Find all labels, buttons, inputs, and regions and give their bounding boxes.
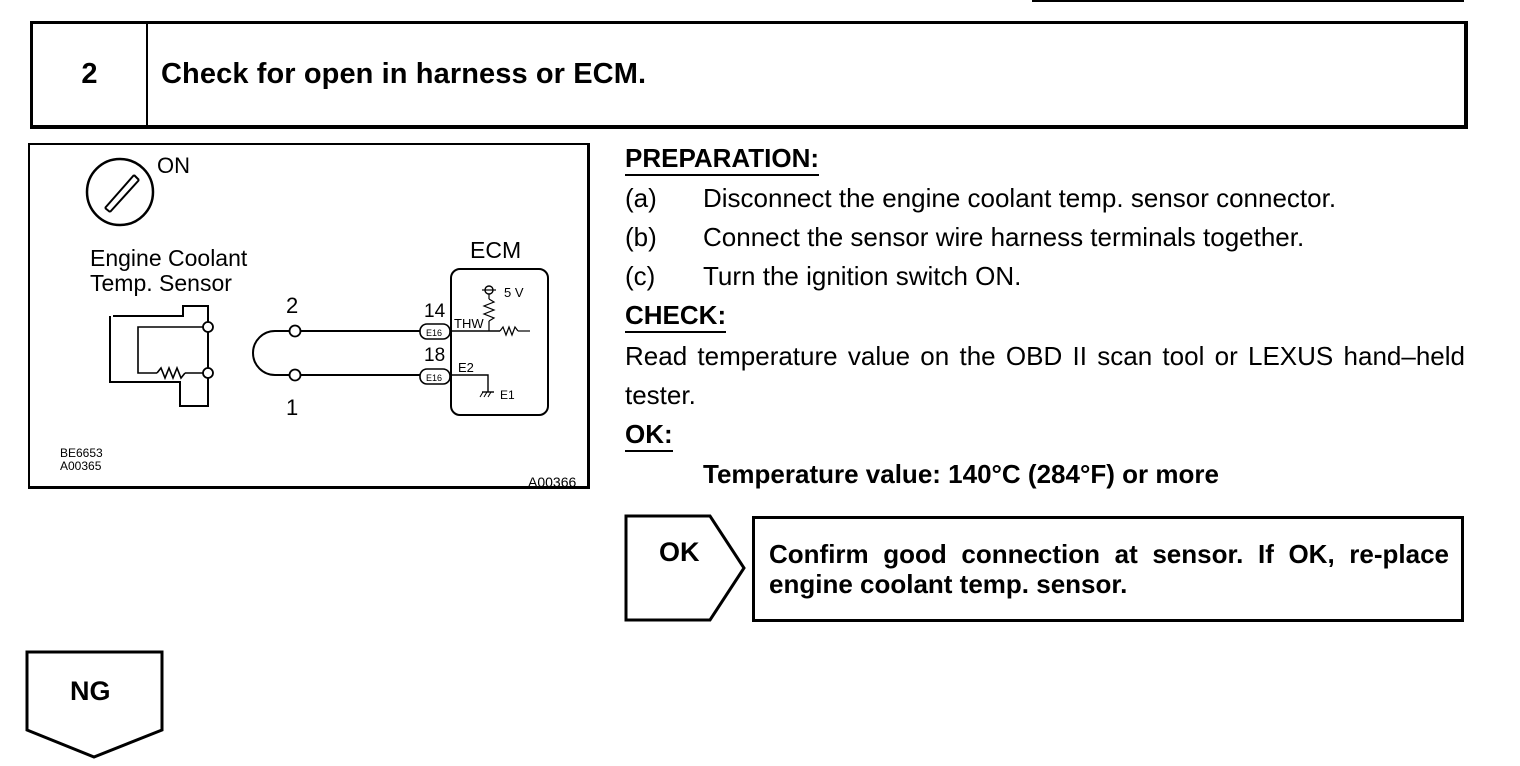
connector-bottom	[419, 368, 451, 385]
ecm-internal-circuit	[450, 285, 530, 398]
ignition-switch-icon	[85, 157, 155, 227]
ref-code-1: BE6653	[60, 446, 103, 460]
prep-item-c-text: Turn the ignition switch ON.	[703, 261, 1022, 291]
check-instruction: Read temperature value on the OBD II sca…	[625, 341, 1465, 410]
prep-item-a-text: Disconnect the engine coolant temp. sens…	[703, 183, 1337, 213]
ref-code-2: A00365	[60, 459, 102, 473]
ok-branch-label: OK	[659, 537, 700, 567]
prep-item-a-letter: (a)	[625, 183, 657, 213]
jumper-wire	[252, 324, 302, 382]
ecm-box	[450, 268, 549, 416]
ok-heading: OK:	[625, 419, 673, 452]
sensor-label-line2: Temp. Sensor	[90, 270, 232, 296]
prep-item-c-letter: (c)	[625, 261, 656, 291]
e1-label: E1	[500, 388, 515, 402]
terminal-1-label: 1	[286, 395, 298, 420]
preparation-heading-text: PREPARATION:	[625, 143, 820, 176]
wiring-diagram: ON Engine Coolant Temp. Sensor 2 1 ECM 1…	[28, 143, 590, 490]
preparation-heading: PREPARATION:	[625, 143, 820, 176]
voltage-label: 5 V	[504, 285, 524, 300]
connector-bottom-code: E16	[426, 373, 442, 383]
sensor-label-line1: Engine Coolant	[90, 245, 248, 271]
ok-heading-text: OK:	[625, 419, 673, 452]
ok-spec-value: Temperature value: 140°C (284°F) or more	[703, 459, 1219, 489]
pin-14-label: 14	[424, 301, 446, 322]
check-heading: CHECK:	[625, 300, 727, 333]
switch-on-label: ON	[157, 153, 190, 178]
coolant-sensor-icon	[109, 305, 214, 407]
thw-label: THW	[454, 316, 484, 331]
check-heading-text: CHECK:	[625, 300, 727, 333]
ok-arrow-shape	[624, 514, 746, 622]
ecm-label: ECM	[470, 237, 521, 263]
wiring-diagram-svg: ON Engine Coolant Temp. Sensor 2 1 ECM 1…	[60, 153, 576, 490]
ng-branch-label: NG	[70, 676, 111, 706]
e2-label: E2	[458, 360, 474, 375]
ng-arrow-shape	[25, 650, 164, 759]
step-header: 2 Check for open in harness or ECM.	[30, 21, 1468, 129]
pin-18-label: 18	[424, 345, 445, 366]
figure-code: A00366	[528, 474, 576, 490]
ok-result-box: Confirm good connection at sensor. If OK…	[752, 516, 1464, 622]
prep-item-b-text: Connect the sensor wire harness terminal…	[703, 222, 1305, 252]
top-rule	[1032, 0, 1464, 2]
connector-top-code: E16	[426, 328, 442, 338]
step-title: Check for open in harness or ECM.	[161, 58, 647, 90]
ok-result-text: Confirm good connection at sensor. If OK…	[769, 539, 1449, 599]
terminal-2-label: 2	[286, 293, 298, 318]
prep-item-b-letter: (b)	[625, 222, 657, 252]
step-number: 2	[33, 24, 148, 125]
